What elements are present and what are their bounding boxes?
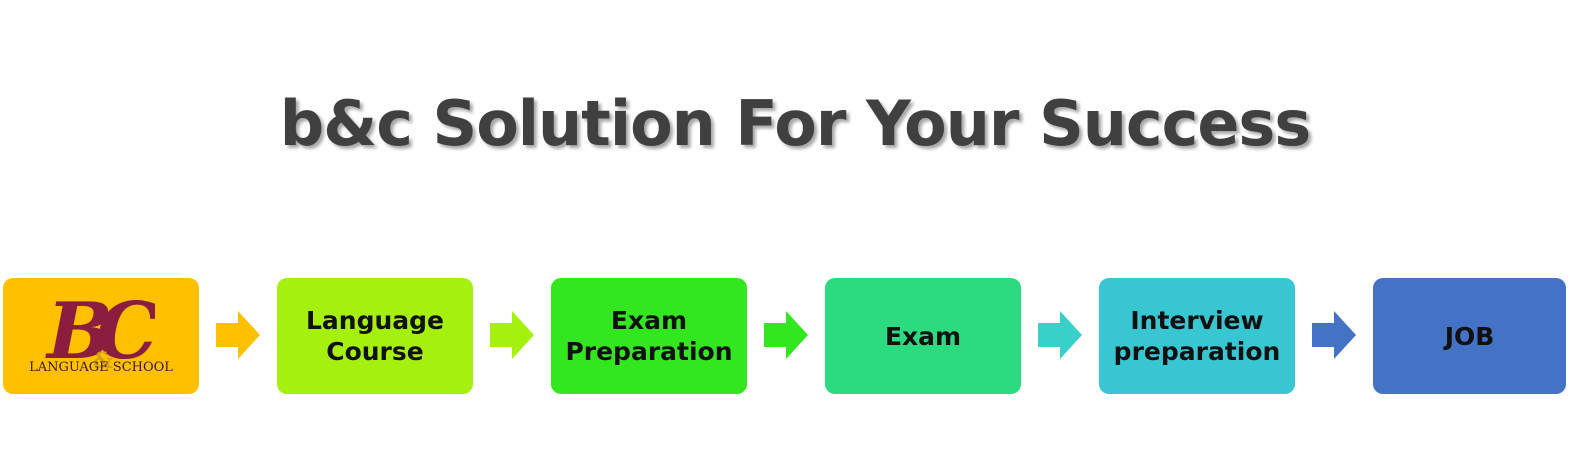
process-flow: BC & LANGUAGE SCHOOL Language Course Exa…	[0, 278, 1590, 396]
step-job: JOB	[1373, 278, 1566, 394]
arrow-right-icon	[490, 311, 534, 359]
page-title: b&c Solution For Your Success	[279, 87, 1311, 160]
step-logo-box: BC & LANGUAGE SCHOOL	[3, 278, 199, 394]
step-label: JOB	[1444, 321, 1495, 351]
logo-letters: BC	[45, 292, 155, 372]
arrow-right-icon	[764, 311, 808, 359]
arrow-right-icon	[1312, 311, 1356, 359]
step-label: Exam	[884, 321, 962, 351]
step-exam-preparation: Exam Preparation	[551, 278, 747, 394]
step-exam: Exam	[825, 278, 1021, 394]
step-label: Exam Preparation	[565, 306, 733, 366]
bc-logo-icon: BC &	[45, 292, 155, 372]
arrow-right-icon	[1038, 311, 1082, 359]
logo-ampersand: &	[93, 348, 113, 372]
step-interview-preparation: Interview preparation	[1099, 278, 1295, 394]
logo-text: LANGUAGE SCHOOL	[29, 360, 173, 375]
step-label: Language Course	[305, 306, 444, 366]
arrow-right-icon	[216, 311, 260, 359]
step-language-course: Language Course	[277, 278, 473, 394]
school-logo: BC & LANGUAGE SCHOOL	[3, 278, 199, 394]
step-label: Interview preparation	[1113, 306, 1281, 366]
